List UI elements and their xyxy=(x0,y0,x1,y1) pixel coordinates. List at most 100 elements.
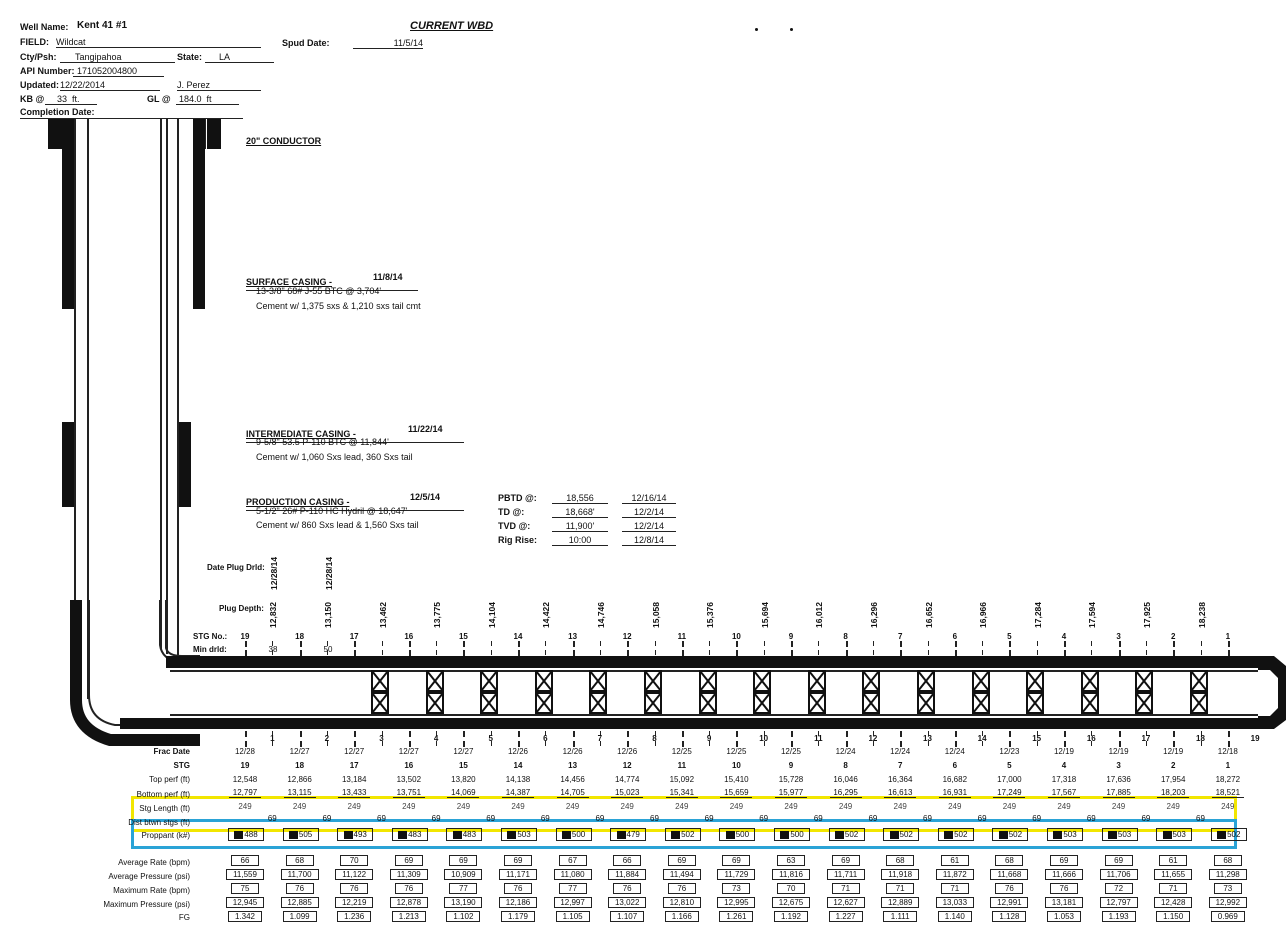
avg-rate-value: 68 xyxy=(886,855,915,866)
gl-value: 184.0 ft xyxy=(176,94,239,105)
avg-press-value: 11,122 xyxy=(335,869,374,880)
spud-value: 11/5/14 xyxy=(353,38,423,49)
frac-date: 12/23 xyxy=(999,747,1020,756)
stage-tick xyxy=(681,641,684,647)
stage-tick xyxy=(518,731,520,737)
stage-tick xyxy=(408,731,411,737)
date-plug-drld-label: Date Plug Drld: xyxy=(207,563,265,572)
bottom-perf: 15,023 xyxy=(611,788,644,798)
plug-tick xyxy=(709,650,711,655)
avg-press-value: 11,655 xyxy=(1154,869,1193,880)
max-rate-value: 76 xyxy=(1050,883,1078,894)
plug-tick xyxy=(709,741,711,746)
avg-press-value: 11,711 xyxy=(826,869,865,880)
bottom-perf: 16,931 xyxy=(938,788,971,798)
stage-tick xyxy=(572,741,575,747)
stage-tick xyxy=(1227,650,1230,656)
proppant-cell: 483 xyxy=(446,828,483,841)
avg-press-value: 11,706 xyxy=(1099,869,1138,880)
stage-number-top: 9 xyxy=(788,632,794,641)
dist-between-stages: 69 xyxy=(377,814,386,823)
row-label-dist: Dist btwn stgs (ft) xyxy=(128,818,190,827)
row-label-frac: Frac Date xyxy=(153,747,190,756)
avg-rate-value: 68 xyxy=(995,855,1024,866)
plug-tick xyxy=(545,641,547,646)
max-press-value: 13,033 xyxy=(935,897,974,908)
avg-rate-value: 63 xyxy=(777,855,805,866)
stage-tick xyxy=(354,741,357,747)
stage-tick xyxy=(736,641,739,647)
stage-number-top: 5 xyxy=(1007,632,1012,641)
stage-tick xyxy=(463,731,466,737)
stage-tick xyxy=(1064,741,1066,747)
plug-tick xyxy=(381,650,383,655)
stage-tick xyxy=(245,650,247,656)
avg-rate-value: 69 xyxy=(504,855,532,866)
fg-value: 1.213 xyxy=(391,911,426,922)
stage-tick xyxy=(299,641,302,647)
top-perf: 15,092 xyxy=(669,775,695,784)
production-casing-header: PRODUCTION CASING - 12/5/14 xyxy=(246,492,464,511)
intermediate-casing-line1: 9-5/8" 53.5 P-110 BTC @ 11,844' xyxy=(256,437,389,447)
stage-number: 1 xyxy=(1225,761,1231,770)
packer-icon xyxy=(971,670,990,714)
packer-icon xyxy=(1190,670,1208,714)
surface-casing-date: 11/8/14 xyxy=(373,272,403,282)
frac-date: 12/27 xyxy=(398,747,419,756)
stage-tick xyxy=(845,641,848,647)
max-press-value: 12,186 xyxy=(499,897,537,908)
stage-number: 18 xyxy=(295,761,305,770)
proppant-cell: 505 xyxy=(282,828,319,841)
tvd-value: 11,900' xyxy=(552,521,608,532)
plug-tick xyxy=(818,641,820,646)
plug-tick xyxy=(1200,741,1202,746)
top-perf: 16,046 xyxy=(833,775,858,784)
top-perf: 14,456 xyxy=(560,775,585,784)
stage-tick xyxy=(791,650,793,656)
pbtd-label: PBTD @: xyxy=(498,493,537,503)
updated-value: 12/22/2014 xyxy=(60,80,160,91)
api-label: API Number: xyxy=(20,66,75,76)
max-rate-value: 72 xyxy=(1104,883,1133,894)
stage-tick xyxy=(791,731,793,737)
row-label-prop: Proppant (k#) xyxy=(141,831,190,840)
frac-date: 12/19 xyxy=(1163,747,1184,756)
proppant-value: 502 xyxy=(1227,830,1241,839)
bottom-perf: 15,977 xyxy=(775,788,807,798)
stage-number-top: 15 xyxy=(458,632,468,641)
stage-number-top: 18 xyxy=(295,632,305,641)
stage-number: 2 xyxy=(1170,761,1176,770)
plug-tick xyxy=(763,641,765,646)
field-label: FIELD: xyxy=(20,37,49,47)
avg-rate-value: 69 xyxy=(667,855,696,866)
packer-icon xyxy=(1026,670,1045,714)
stage-tick xyxy=(627,641,630,647)
stage-length: 249 xyxy=(238,802,252,811)
max-press-value: 12,991 xyxy=(990,897,1029,908)
max-press-value: 12,992 xyxy=(1208,897,1247,908)
avg-press-value: 11,668 xyxy=(990,869,1029,880)
kb-label: KB @ xyxy=(20,94,45,104)
proppant-cell: 502 xyxy=(992,828,1029,841)
stage-length: 249 xyxy=(511,802,525,811)
top-perf: 17,318 xyxy=(1051,775,1077,784)
bottom-perf: 15,341 xyxy=(665,788,698,798)
lateral-bottom-wall xyxy=(120,718,1274,729)
max-press-value: 12,810 xyxy=(662,897,701,908)
packer-icon xyxy=(698,670,717,714)
frac-date: 12/26 xyxy=(507,747,529,756)
fg-value: 1.166 xyxy=(664,911,699,922)
dist-between-stages: 69 xyxy=(595,814,605,823)
stage-number-top: 10 xyxy=(731,632,741,641)
stage-tick xyxy=(791,641,793,647)
plug-tick xyxy=(927,650,929,655)
stage-number-top: 12 xyxy=(622,632,632,641)
proppant-value: 483 xyxy=(408,830,422,839)
stage-tick xyxy=(299,741,302,747)
plug-tick xyxy=(927,641,929,646)
stage-length: 249 xyxy=(1166,802,1180,811)
max-press-value: 13,190 xyxy=(444,897,483,908)
stage-number-top: 1 xyxy=(1225,632,1231,641)
stage-length: 249 xyxy=(838,802,853,811)
stage-tick xyxy=(1009,650,1012,656)
